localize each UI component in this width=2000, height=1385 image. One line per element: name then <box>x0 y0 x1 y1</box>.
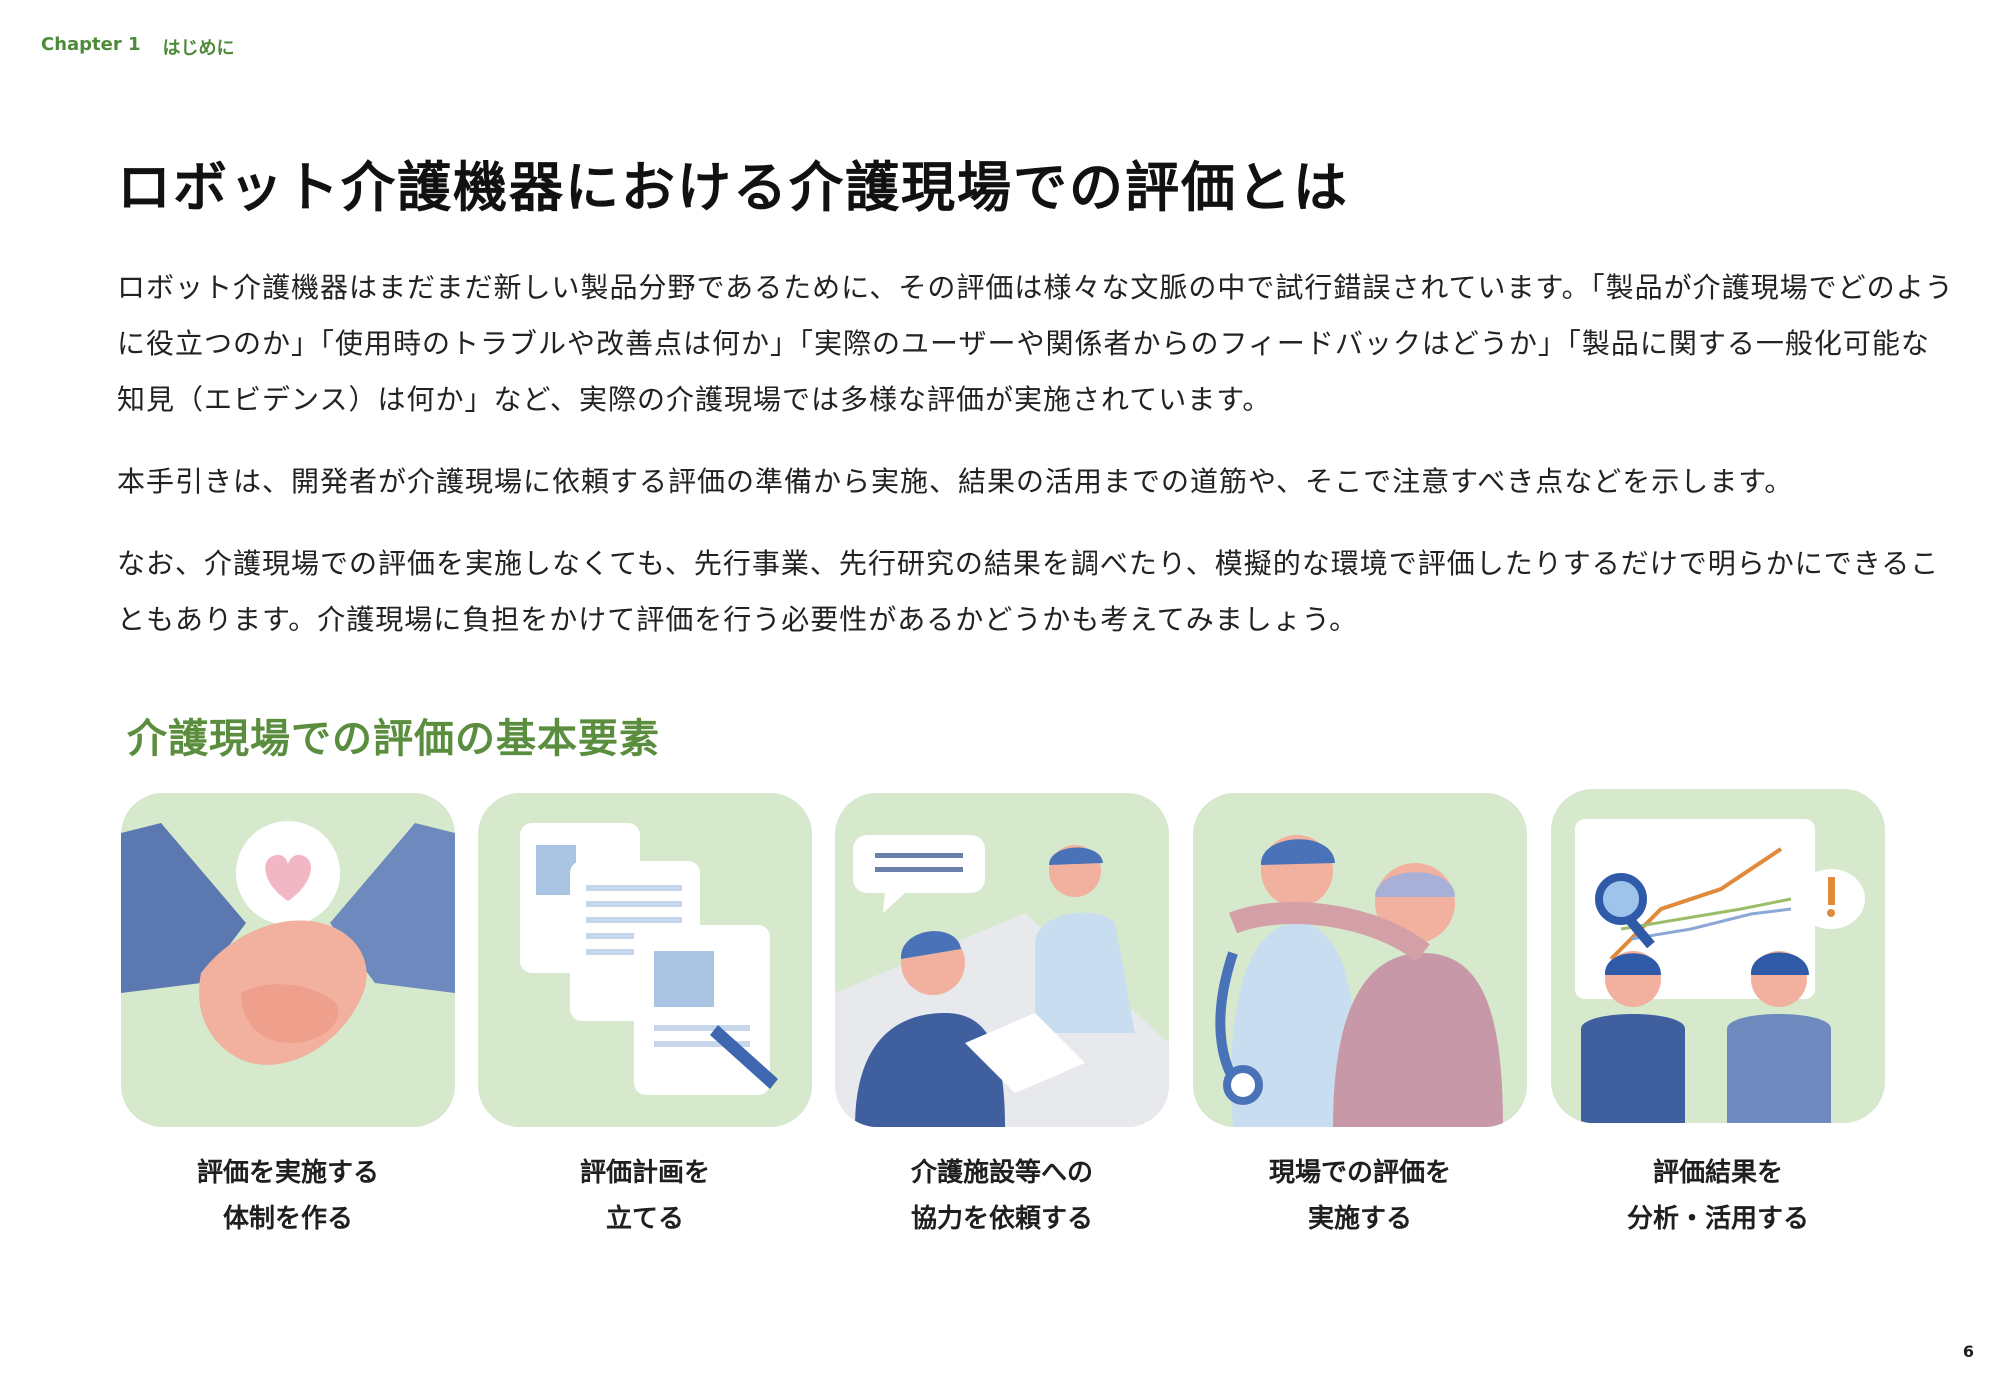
chapter-header: Chapter 1 はじめに <box>41 34 235 60</box>
analysis-illustration <box>1551 789 1885 1123</box>
purpose-paragraph: 本手引きは、開発者が介護現場に依頼する評価の準備から実施、結果の活用までの道筋や… <box>117 465 1794 498</box>
chapter-title: はじめに <box>162 38 235 59</box>
note-paragraph: なお、介護現場での評価を実施しなくても、先行事業、先行研究の結果を調べたり、模擬… <box>117 547 1940 636</box>
step-caption-1: 評価を実施する 体制を作る <box>196 1158 379 1234</box>
page-number: 6 <box>1962 1342 1974 1361</box>
handshake-illustration <box>121 793 455 1127</box>
consultation-illustration <box>835 793 1169 1127</box>
section-title: 介護現場での評価の基本要素 <box>127 716 660 762</box>
step-caption-5: 評価結果を 分析・活用する <box>1626 1158 1809 1234</box>
step-caption-3: 介護施設等への 協力を依頼する <box>910 1158 1093 1234</box>
chapter-number: Chapter 1 <box>41 34 141 55</box>
page-title: ロボット介護機器における介護現場での評価とは <box>117 156 1349 219</box>
caregiving-illustration <box>1193 793 1527 1127</box>
intro-paragraph: ロボット介護機器はまだまだ新しい製品分野であるために、その評価は様々な文脈の中で… <box>117 271 1954 416</box>
step-caption-2: 評価計画を 立てる <box>579 1158 710 1234</box>
documents-illustration <box>478 793 812 1127</box>
step-caption-4: 現場での評価を 実施する <box>1268 1158 1451 1234</box>
